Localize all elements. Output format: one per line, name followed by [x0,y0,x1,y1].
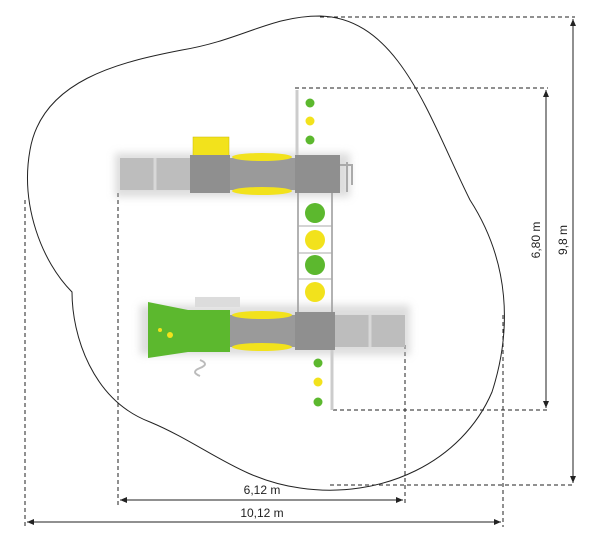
yellow-panel [192,136,230,157]
inner-width-label: 6,12 m [244,483,281,497]
bottom-deck [295,312,335,350]
inner-depth-dimension [295,87,549,411]
top-bridge [230,158,295,190]
outer-width-dimension [24,200,504,527]
green-climbing-wall [148,302,230,358]
playground-equipment [115,90,410,410]
inner-depth-label: 6,80 m [529,222,543,259]
outer-width-label: 10,12 m [240,506,283,520]
top-deck-left [190,155,230,193]
bottom-bridge [230,315,295,347]
inner-width-dimension [117,193,406,505]
outer-depth-label: 9,8 m [556,225,570,255]
safety-zone-outline [27,15,505,491]
top-deck-right [295,155,340,193]
outer-depth-dimension [320,16,576,486]
climbing-ladder [297,193,333,312]
